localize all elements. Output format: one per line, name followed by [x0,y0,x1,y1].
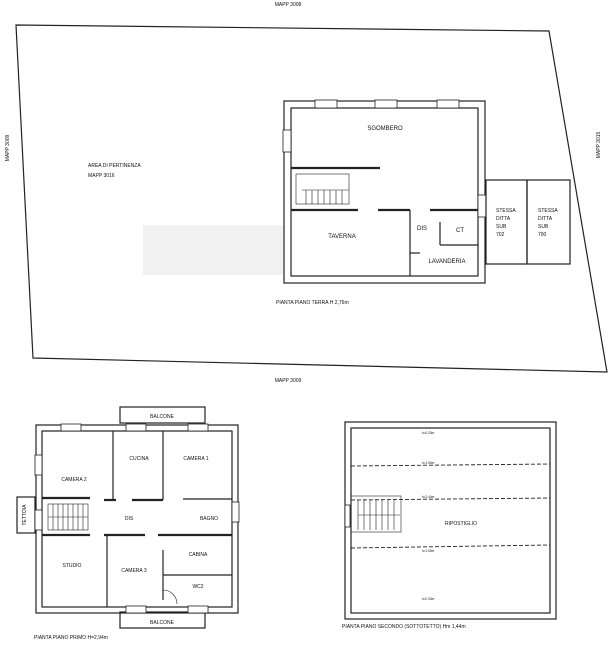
room-taverna: TAVERNA [328,234,355,240]
room-lavanderia: LAVANDERIA [428,259,465,265]
height-label: h=0,33m [422,431,435,435]
room-dis: DIS [125,516,134,522]
area-label: AREA DI PERTINENZA [88,163,141,169]
first-floor-caption: PIANTA PIANO PRIMO H=2,94m [34,635,108,641]
height-label: h=1,50m [422,549,435,553]
mapp-top-label: MAPP 3008 [275,2,302,8]
room-camera2: CAMERA 2 [61,477,87,483]
mapp-left-label: MAPP 3009 [5,134,11,161]
mapp-right-label: MAPP 3015 [596,131,602,158]
room-wc2: WC2 [192,584,203,590]
area-mapp-label: MAPP 3016 [88,173,115,179]
svg-text:702: 702 [496,232,505,238]
room-ct: CT [456,228,464,234]
height-label: h=0,33m [422,597,435,601]
mapp-bottom-label: MAPP 3009 [275,378,302,384]
second-floor-plan: h=0,33m h=1,50m h=2,44m h=1,50m h=0,33m … [342,421,557,630]
room-cabina: CABINA [189,552,208,558]
sub-702-label: STESSA DITTA SUB 702 [496,208,516,238]
height-label: h=2,44m [422,495,435,499]
svg-text:SUB: SUB [496,224,507,230]
svg-text:STESSA: STESSA [496,208,516,214]
svg-text:700: 700 [538,232,547,238]
ground-floor-plan: SGOMBERO TAVERNA DIS CT LAVANDERIA STESS… [276,99,571,306]
height-label: h=1,50m [422,461,435,465]
svg-text:DITTA: DITTA [538,216,553,222]
room-balcone-top: BALCONE [150,414,175,420]
room-studio: STUDIO [63,563,82,569]
ground-floor-caption: PIANTA PIANO TERRA H 2,76m [276,300,349,306]
room-camera3: CAMERA 3 [121,568,147,574]
room-camera1: CAMERA 1 [183,456,209,462]
first-floor-plan: TETTOIA BALCONE BALCONE CAMERA 2 CUCINA … [16,406,240,641]
room-balcone-bottom: BALCONE [150,620,175,626]
svg-text:DITTA: DITTA [496,216,511,222]
room-ripostiglio: RIPOSTIGLIO [445,521,477,527]
room-tettoia: TETTOIA [22,504,28,526]
site-boundary [15,24,608,373]
room-cucina: CUCINA [129,456,149,462]
watermark-blur [143,225,283,275]
second-floor-caption: PIANTA PIANO SECONDO (SOTTOTETTO) Hm 1,4… [342,624,466,630]
svg-text:SUB: SUB [538,224,549,230]
svg-text:STESSA: STESSA [538,208,558,214]
room-bagno: BAGNO [200,516,218,522]
room-sgombero: SGOMBERO [367,126,403,132]
room-dis: DIS [417,226,427,232]
sub-700-label: STESSA DITTA SUB 700 [538,208,558,238]
